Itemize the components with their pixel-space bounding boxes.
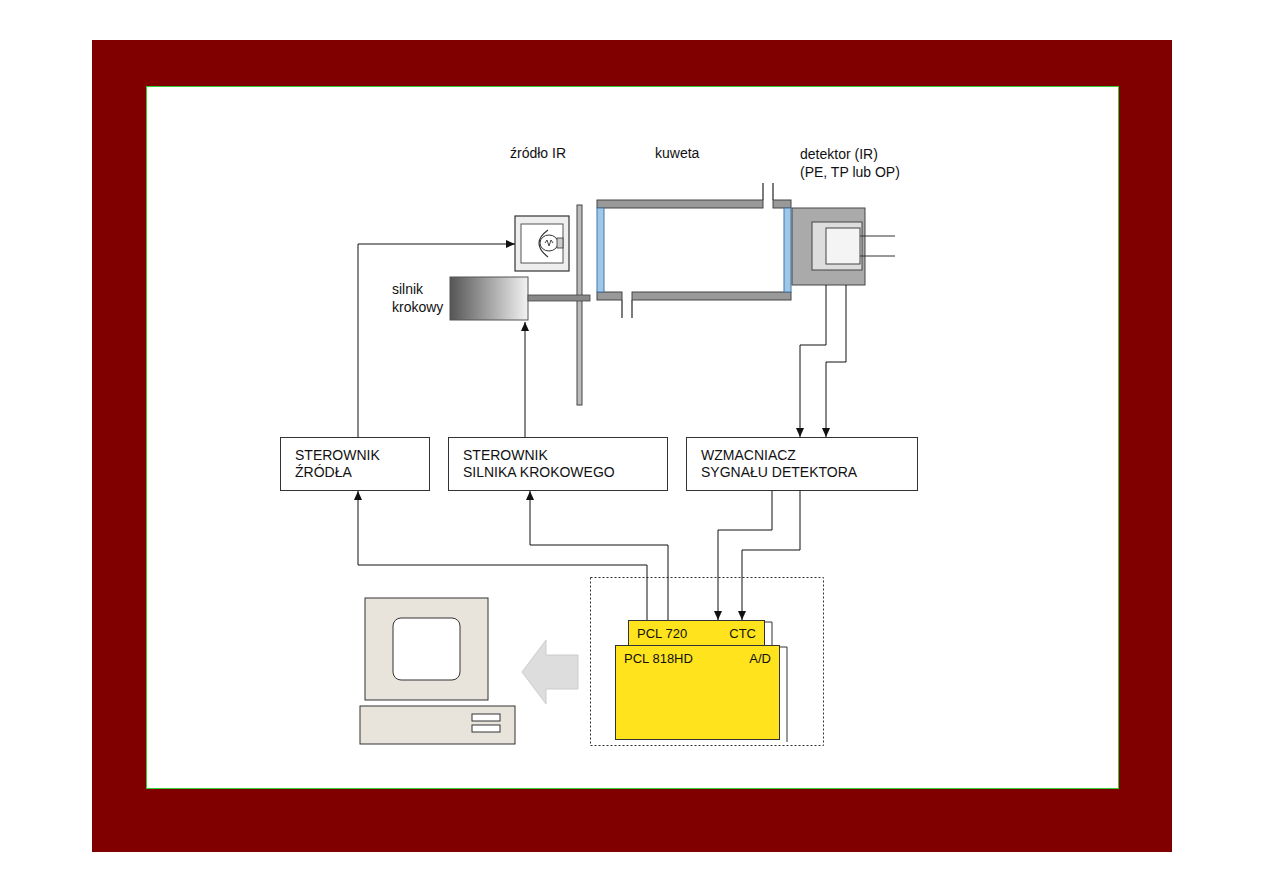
cuvette bbox=[597, 183, 791, 318]
part-label: detektor (IR) (PE, TP lub OP) bbox=[800, 145, 900, 181]
part-label: kuweta bbox=[655, 144, 699, 162]
ir-detector bbox=[792, 208, 895, 285]
card-label: CTC bbox=[729, 626, 756, 641]
box-label: STEROWNIK ŹRÓDŁA bbox=[295, 447, 415, 481]
chopper-disc bbox=[577, 205, 582, 405]
detector-node: detektor (IR) (PE, TP lub OP) bbox=[792, 145, 932, 285]
signal-arrow bbox=[525, 322, 526, 437]
part-label: źródło IR bbox=[510, 144, 566, 162]
signal-arrow bbox=[530, 491, 668, 620]
signal-arrow bbox=[718, 491, 772, 620]
part-label: silnik krokowy bbox=[392, 280, 443, 316]
card-label: A/D bbox=[749, 651, 771, 666]
box-label: WZMACNIACZ SYGNAŁU DETEKTORA bbox=[701, 447, 903, 481]
controller-box: STEROWNIK SILNIKA KROKOWEGO bbox=[448, 437, 668, 491]
signal-arrow bbox=[742, 491, 800, 620]
signal-arrow bbox=[358, 491, 647, 620]
computer bbox=[360, 598, 515, 744]
cuvette-node: kuweta bbox=[597, 140, 791, 300]
stepper-motor bbox=[450, 277, 590, 320]
frame-border bbox=[92, 40, 1172, 852]
signal-arrow bbox=[358, 244, 515, 437]
data-arrow bbox=[522, 640, 578, 704]
daq-card: PCL 818HD A/D bbox=[615, 645, 780, 740]
card-label: PCL 720 bbox=[637, 626, 687, 641]
ir-source bbox=[515, 216, 569, 271]
signal-arrow bbox=[826, 285, 846, 437]
panel bbox=[147, 87, 1119, 789]
source-label-node: źródło IR bbox=[515, 140, 571, 272]
card-label: PCL 818HD bbox=[624, 651, 693, 666]
signal-arrow bbox=[800, 285, 826, 437]
card-bracket bbox=[780, 647, 787, 742]
controller-box: STEROWNIK ŹRÓDŁA bbox=[280, 437, 430, 491]
amplifier-box: WZMACNIACZ SYGNAŁU DETEKTORA bbox=[686, 437, 918, 491]
box-label: STEROWNIK SILNIKA KROKOWEGO bbox=[463, 447, 653, 481]
card-group bbox=[591, 578, 824, 746]
motor-node: silnik krokowy bbox=[388, 276, 530, 322]
